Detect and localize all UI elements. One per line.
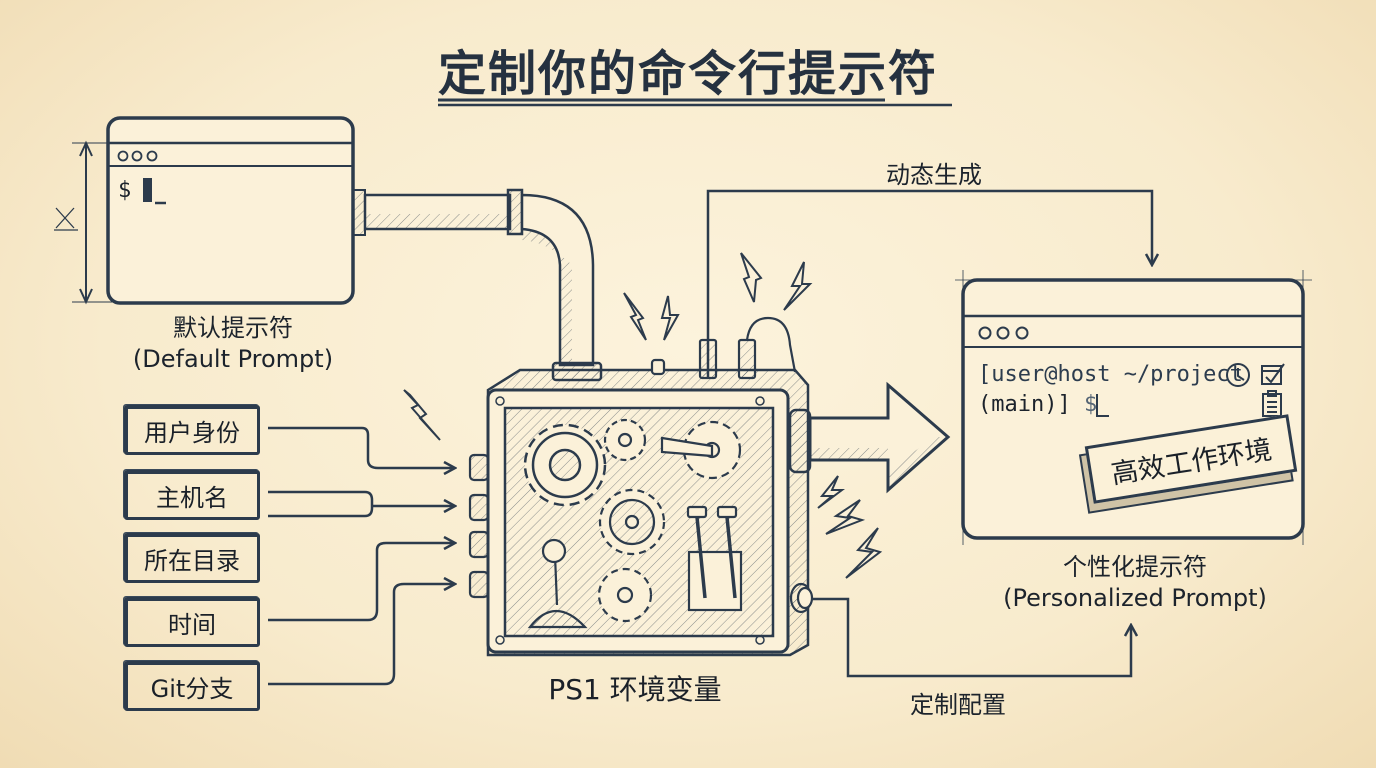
default-terminal-window [54, 116, 355, 305]
input-tag-directory: 所在目录 [124, 533, 260, 583]
slider-levers-icon [686, 505, 743, 612]
ps1-machine-label: PS1 环境变量 [548, 673, 722, 706]
output-arrow [788, 381, 951, 494]
input-tag-user: 用户身份 [124, 405, 260, 455]
joystick-lever-icon [527, 538, 588, 629]
default-prompt-caption-en: (Default Prompt) [132, 345, 334, 373]
window-dot-icon [978, 326, 992, 340]
config-flow-line [812, 597, 1131, 678]
input-connectors [268, 426, 455, 686]
dynamic-flow-line [706, 189, 1152, 378]
gear-icon [598, 488, 666, 556]
gear-icon [603, 418, 647, 462]
input-tag-hostname: 主机名 [124, 470, 260, 520]
prompt-branch: (main)] [978, 392, 1084, 417]
top-knobs [650, 316, 797, 380]
personalized-prompt-caption: 个性化提示符 (Personalized Prompt) [975, 552, 1295, 614]
window-dot-icon [131, 150, 143, 162]
personalized-prompt-caption-en: (Personalized Prompt) [1003, 584, 1267, 612]
cursor-block-icon [143, 178, 152, 202]
personalized-prompt-line-2: (main)] $ [978, 392, 1097, 417]
gear-icon [660, 420, 742, 480]
window-dot-icon [146, 150, 158, 162]
personalized-prompt-caption-zh: 个性化提示符 [1063, 553, 1207, 581]
window-dot-icon [1015, 326, 1029, 340]
default-prompt-caption: 默认提示符 (Default Prompt) [108, 313, 358, 375]
calendar-check-icon [1261, 363, 1285, 385]
lightning-icons [403, 252, 883, 579]
page-title: 定制你的命令行提示符 [437, 46, 938, 102]
input-tag-time: 时间 [124, 597, 260, 647]
default-prompt-caption-zh: 默认提示符 [173, 314, 293, 342]
title-underline [438, 98, 952, 107]
clock-icon [1226, 363, 1250, 387]
prompt-symbol: $ [1083, 392, 1098, 417]
default-prompt-symbol: $ [118, 178, 132, 203]
cursor-icon [1096, 394, 1109, 417]
dynamic-flow-label: 动态生成 [886, 161, 982, 189]
personalized-prompt-line-1: [user@host ~/project [978, 362, 1243, 387]
input-pipe [352, 188, 603, 382]
ps1-machine [468, 316, 814, 657]
gear-icon [523, 423, 607, 507]
window-dot-icon [117, 150, 129, 162]
input-tag-git-branch: Git分支 [124, 661, 260, 711]
config-flow-label: 定制配置 [910, 691, 1006, 719]
window-dot-icon [996, 326, 1010, 340]
config-port [789, 582, 814, 614]
gear-icon [597, 567, 653, 623]
dimension-x-icon [54, 207, 78, 231]
input-ports [468, 453, 490, 599]
